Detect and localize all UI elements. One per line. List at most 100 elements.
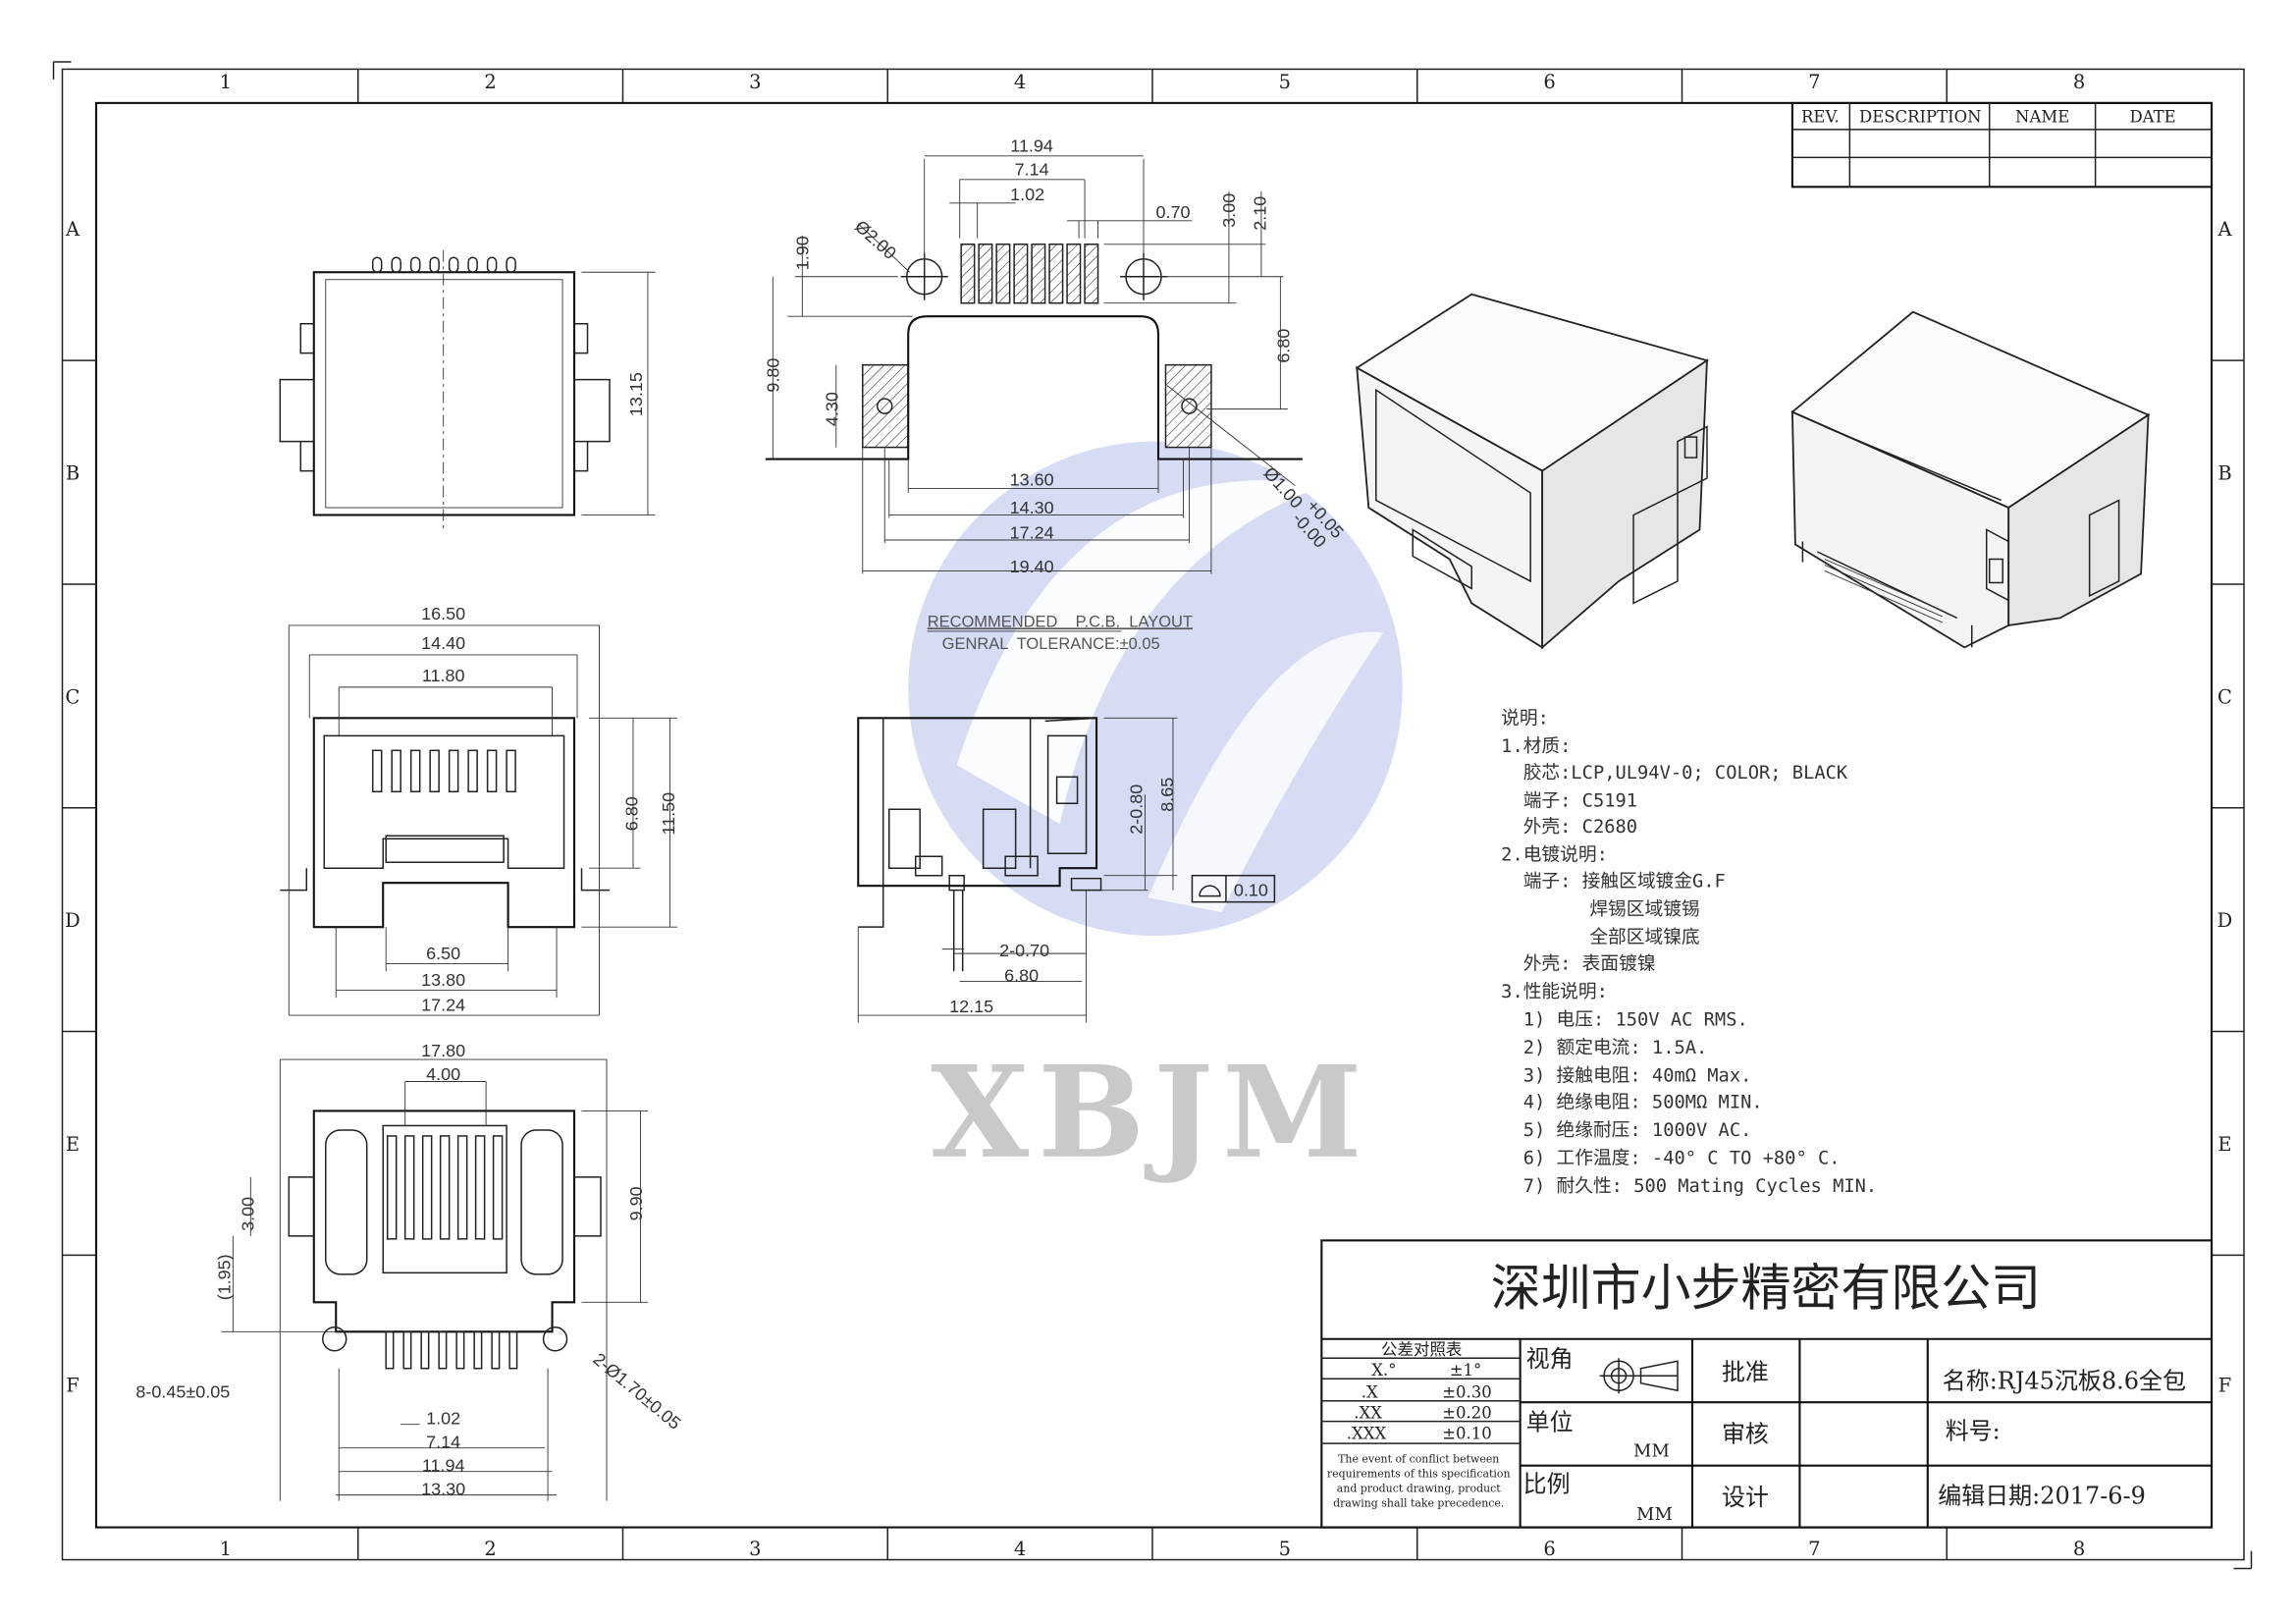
note-line: 外壳: C2680 bbox=[1501, 817, 1637, 838]
disclaimer-line: and product drawing, product bbox=[1337, 1483, 1501, 1495]
pcb-dim-texts: 11.94 7.14 1.02 0.70 3.00 2.10 Ø2.00 1.9… bbox=[763, 135, 1347, 576]
dim-7-14: 7.14 bbox=[1015, 159, 1049, 179]
pcb-layout: 11.94 7.14 1.02 0.70 3.00 2.10 Ø2.00 1.9… bbox=[763, 135, 1347, 653]
front-view: 16.50 14.40 11.80 6.80 11.50 6.50 13.80 … bbox=[280, 604, 678, 1016]
tolerance-value: ±1° bbox=[1450, 1361, 1482, 1380]
tolerance-value: ±0.30 bbox=[1442, 1383, 1491, 1402]
dim-3-00: 3.00 bbox=[1219, 193, 1239, 228]
view-angle-label: 视角 bbox=[1526, 1345, 1574, 1373]
isometric-view-rear bbox=[1790, 310, 2151, 649]
tolerance-value: ±0.10 bbox=[1442, 1425, 1491, 1443]
dim-17-80: 17.80 bbox=[421, 1041, 465, 1060]
company-name: 深圳市小步精密有限公司 bbox=[1491, 1260, 2041, 1318]
note-line: 3.性能说明: bbox=[1501, 982, 1608, 1002]
row-label: E bbox=[66, 1133, 80, 1156]
column-label: 2 bbox=[484, 1538, 496, 1560]
note-line: 5) 绝缘耐压: 1000V AC. bbox=[1501, 1120, 1751, 1141]
dim-14-30: 14.30 bbox=[1010, 498, 1054, 517]
dim-6-50: 6.50 bbox=[426, 944, 460, 963]
title-block: 深圳市小步精密有限公司 公差对照表 X.° ±1° .X ±0.30 .XX ±… bbox=[1320, 1239, 2214, 1529]
top-view: 13.15 bbox=[279, 249, 656, 530]
dim-13-30: 13.30 bbox=[421, 1480, 465, 1499]
dim-pin-width: 8-0.45±0.05 bbox=[135, 1382, 230, 1402]
row-label: D bbox=[65, 909, 80, 932]
dim-6-80: 6.80 bbox=[1273, 329, 1293, 363]
note-line: 全部区域镍底 bbox=[1501, 928, 1699, 948]
tolerance-key: .X bbox=[1362, 1383, 1378, 1402]
disclaimer-line: requirements of this specification bbox=[1327, 1468, 1511, 1481]
column-label: 1 bbox=[220, 71, 232, 93]
note-line: 2) 额定电流: 1.5A. bbox=[1501, 1038, 1707, 1058]
dim-3-00: 3.00 bbox=[238, 1197, 257, 1231]
part-number: 料号: bbox=[1946, 1418, 2001, 1445]
row-label: B bbox=[2217, 462, 2231, 485]
column-label: 7 bbox=[1808, 1538, 1820, 1560]
dim-6-80: 6.80 bbox=[621, 796, 641, 831]
scale-label: 比例 bbox=[1523, 1471, 1571, 1498]
edit-date: 编辑日期:2017-6-9 bbox=[1938, 1483, 2146, 1510]
dim-1-95-ref: (1.95) bbox=[214, 1254, 234, 1300]
column-label: 1 bbox=[220, 1538, 232, 1560]
rev-header: REV. bbox=[1801, 107, 1840, 126]
dim-2-0-80: 2-0.80 bbox=[1127, 784, 1147, 835]
dim-13-60: 13.60 bbox=[1010, 470, 1054, 490]
column-label: 3 bbox=[749, 1538, 761, 1560]
dim-7-14: 7.14 bbox=[426, 1433, 460, 1452]
note-line: 端子: 接触区域镀金G.F bbox=[1501, 872, 1726, 893]
tolerance-value: ±0.20 bbox=[1442, 1404, 1491, 1423]
note-line: 7) 耐久性: 500 Mating Cycles MIN. bbox=[1501, 1176, 1877, 1197]
tolerance-key: .XX bbox=[1354, 1404, 1382, 1423]
watermark-logo: XBJM bbox=[908, 441, 1403, 1187]
isometric-view-front bbox=[1355, 293, 1710, 650]
dim-11-94: 11.94 bbox=[422, 1456, 465, 1476]
disclaimer-line: The event of conflict between bbox=[1338, 1453, 1499, 1466]
note-line: 2.电镀说明: bbox=[1501, 845, 1608, 866]
column-label: 8 bbox=[2073, 1538, 2085, 1560]
name-header: NAME bbox=[2015, 107, 2069, 126]
dim-12-15: 12.15 bbox=[949, 997, 993, 1016]
dim-2-0-70: 2-0.70 bbox=[999, 941, 1049, 960]
notes: 说明: 1.材质: 胶芯:LCP,UL94V-0; COLOR; BLACK 端… bbox=[1501, 708, 1877, 1197]
dim-9-80: 9.80 bbox=[763, 358, 782, 393]
tolerance-key: .XXX bbox=[1347, 1425, 1387, 1443]
date-header: DATE bbox=[2129, 107, 2175, 126]
flatness-value: 0.10 bbox=[1234, 881, 1268, 900]
row-label: B bbox=[66, 462, 80, 485]
row-label: A bbox=[2216, 218, 2232, 241]
dim-17-24: 17.24 bbox=[1010, 523, 1054, 543]
dim-17-24: 17.24 bbox=[421, 996, 465, 1015]
dim-hole-2-00: Ø2.00 bbox=[851, 216, 900, 263]
third-angle-projection-icon bbox=[1599, 1358, 1679, 1394]
revision-table: REV. DESCRIPTION NAME DATE bbox=[1790, 101, 2214, 189]
dim-8-65: 8.65 bbox=[1157, 778, 1177, 812]
row-label: C bbox=[2217, 685, 2232, 708]
column-label: 6 bbox=[1543, 1538, 1555, 1560]
row-label: C bbox=[66, 685, 80, 708]
column-label: 4 bbox=[1014, 71, 1026, 93]
row-label: D bbox=[2217, 909, 2233, 932]
part-name: 名称:RJ45沉板8.6全包 bbox=[1943, 1368, 2186, 1395]
pcb-tolerance: GENRAL TOLERANCE:±0.05 bbox=[942, 635, 1160, 653]
sheet-frame: 1 2 3 4 5 6 7 8 1 2 3 4 5 6 7 8 A B C D … bbox=[52, 61, 2253, 1570]
note-line: 1.材质: bbox=[1501, 736, 1571, 757]
dim-11-80: 11.80 bbox=[422, 666, 465, 685]
approve-label: 批准 bbox=[1722, 1359, 1769, 1386]
row-label: F bbox=[2218, 1375, 2232, 1397]
column-label: 7 bbox=[1808, 71, 1820, 93]
note-line: 焊锡区域镀锡 bbox=[1501, 899, 1699, 920]
note-line: 1) 电压: 150V AC RMS. bbox=[1501, 1010, 1748, 1031]
scale-value: MM bbox=[1636, 1504, 1673, 1525]
dim-6-80: 6.80 bbox=[1004, 966, 1039, 986]
column-label: 5 bbox=[1279, 71, 1291, 93]
unit-label: 单位 bbox=[1526, 1409, 1574, 1436]
note-line: 3) 接触电阻: 40mΩ Max. bbox=[1501, 1066, 1751, 1087]
notes-heading: 说明: bbox=[1501, 708, 1549, 729]
dim-0-70: 0.70 bbox=[1155, 202, 1190, 222]
column-label: 4 bbox=[1014, 1538, 1026, 1560]
description-header: DESCRIPTION bbox=[1859, 107, 1982, 126]
unit-value: MM bbox=[1633, 1441, 1670, 1462]
dim-1-02: 1.02 bbox=[426, 1409, 460, 1429]
pcb-layout-title: RECOMMENDED P.C.B. LAYOUT bbox=[928, 613, 1193, 630]
tolerance-table-title: 公差对照表 bbox=[1381, 1340, 1462, 1359]
